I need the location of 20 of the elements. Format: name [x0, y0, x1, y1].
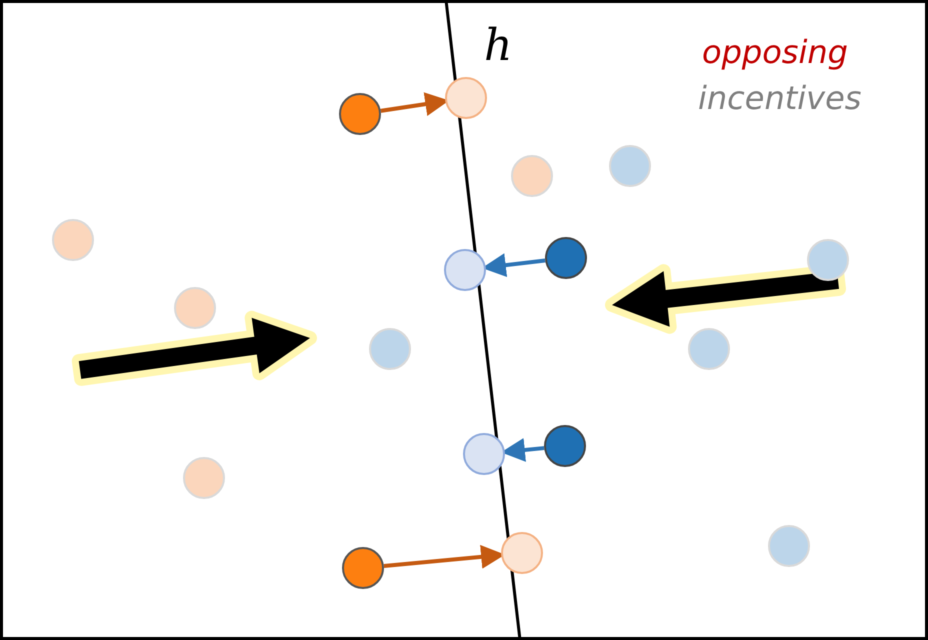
- data-point-circle: [369, 328, 411, 370]
- data-point-circle: [807, 239, 849, 281]
- data-point-circle: [545, 237, 587, 279]
- data-point-circle: [688, 328, 730, 370]
- data-point-circle: [511, 155, 553, 197]
- data-point-circle: [52, 219, 94, 261]
- data-point-circle: [174, 287, 216, 329]
- data-point-circle: [609, 145, 651, 187]
- legend-text: incentives: [698, 82, 862, 114]
- legend-text: opposing: [702, 36, 848, 68]
- data-point-circle: [501, 532, 543, 574]
- data-point-circle: [339, 93, 381, 135]
- data-point-circle: [342, 547, 384, 589]
- hyperplane-label: h: [484, 24, 512, 68]
- data-point-circle: [768, 525, 810, 567]
- data-point-circle: [463, 433, 505, 475]
- data-point-circle: [183, 457, 225, 499]
- data-point-circle: [445, 77, 487, 119]
- data-point-circle: [444, 249, 486, 291]
- data-point-circle: [544, 425, 586, 467]
